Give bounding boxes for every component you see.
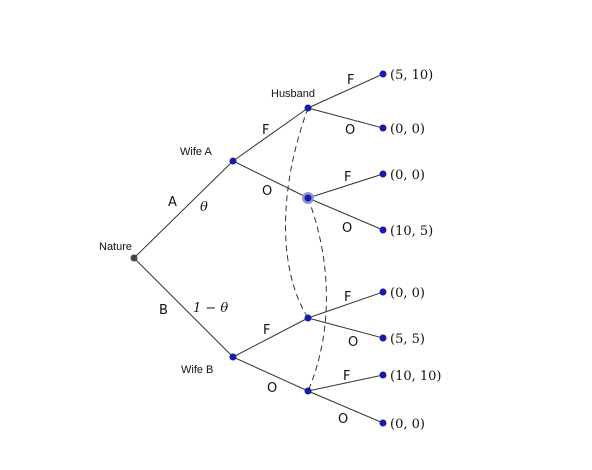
terminal-node-4 [379,226,387,234]
information-set-curve-right [307,197,327,392]
husband-3-action-o: O [348,335,358,350]
husband-1-action-f: F [347,73,354,88]
edge-h3-o [307,317,384,339]
edge-nature-a [133,160,234,259]
branch-prob-theta: θ [200,200,208,215]
payoff-7: (10, 10) [390,369,442,384]
edge-wife-a-f [232,107,309,162]
wife-a-action-o: O [262,184,272,199]
information-set-curve-left [285,107,309,319]
husband-node-4 [304,387,312,395]
edge-h4-f [307,374,384,392]
terminal-node-7 [379,371,387,379]
edge-h4-o [307,390,384,424]
payoff-8: (0, 0) [390,417,425,432]
wife-b-action-f: F [263,323,270,338]
terminal-node-2 [379,124,387,132]
husband-4-action-o: O [338,412,348,427]
wife-a-action-f: F [262,123,269,138]
edge-wife-a-o [232,160,309,199]
terminal-node-8 [379,419,387,427]
edge-h1-o [307,107,384,129]
wife-b-node [229,353,237,361]
husband-node-2 [304,194,312,202]
edge-h2-o [307,197,384,231]
nature-label: Nature [99,241,132,253]
payoff-5: (0, 0) [390,286,425,301]
edge-wife-b-f [232,317,309,358]
nature-node [130,254,138,262]
payoff-6: (5, 5) [390,332,425,347]
terminal-node-6 [379,334,387,342]
terminal-node-1 [379,70,387,78]
husband-1-action-o: O [345,123,355,138]
husband-4-action-f: F [343,369,350,384]
husband-2-action-o: O [342,221,352,236]
payoff-3: (0, 0) [390,168,425,183]
payoff-1: (5, 10) [390,68,433,83]
terminal-node-3 [379,170,387,178]
wife-b-action-o: O [267,381,277,396]
husband-2-action-f: F [344,170,351,185]
husband-node-3 [304,314,312,322]
edge-nature-b [133,257,234,358]
terminal-node-5 [379,288,387,296]
wife-b-label: Wife B [181,364,213,376]
payoff-2: (0, 0) [390,122,425,137]
branch-prob-one-minus-theta: 1 − θ [193,301,228,316]
edge-h1-f [307,73,384,109]
branch-label-a: A [168,195,177,210]
husband-label: Husband [271,88,315,100]
husband-3-action-f: F [344,290,351,305]
wife-a-label: Wife A [180,146,212,158]
wife-a-node [229,157,237,165]
edge-h3-f [307,291,384,319]
husband-node-1 [304,104,312,112]
edge-h2-f [307,173,384,199]
payoff-4: (10, 5) [390,224,433,239]
branch-label-b: B [159,303,168,318]
edge-wife-b-o [232,356,309,392]
